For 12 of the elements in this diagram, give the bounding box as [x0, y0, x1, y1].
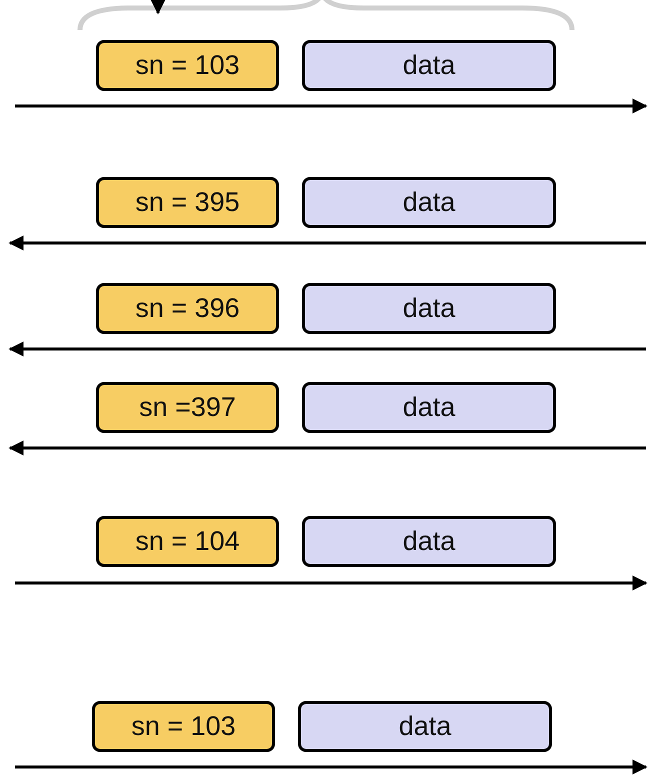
sequence-number-box: sn = 103 — [92, 701, 275, 752]
sequence-number-box: sn = 396 — [96, 283, 279, 334]
data-box: data — [302, 177, 556, 228]
data-box: data — [298, 701, 552, 752]
sequence-number-box: sn =397 — [96, 382, 279, 433]
sequence-number-box: sn = 395 — [96, 177, 279, 228]
sequence-number-box: sn = 104 — [96, 516, 279, 567]
data-box: data — [302, 516, 556, 567]
data-box: data — [302, 382, 556, 433]
sequence-number-box: sn = 103 — [96, 40, 279, 91]
data-box: data — [302, 40, 556, 91]
data-box: data — [302, 283, 556, 334]
